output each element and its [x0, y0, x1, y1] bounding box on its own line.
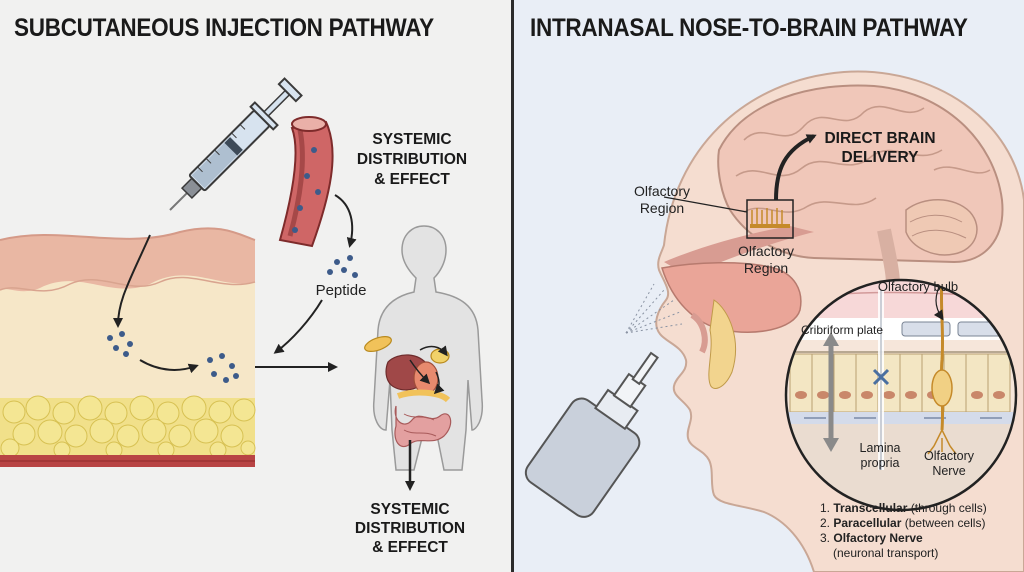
subcutaneous-panel: SUBCUTANEOUS INJECTION PATHWAY — [0, 0, 512, 572]
olfactory-nerve-line1: Olfactory — [924, 449, 975, 463]
intranasal-panel: INTRANASAL NOSE-TO-BRAIN PATHWAY — [514, 0, 1024, 572]
fat-cells — [0, 395, 256, 459]
direct-delivery-line2: DELIVERY — [842, 149, 920, 166]
lamina-propria-line2: propria — [861, 456, 900, 470]
olfactory-region-inner-line1: Olfactory — [738, 243, 794, 259]
systemic-top-line3: & EFFECT — [374, 171, 450, 188]
route-legend: 1. Transcellular (through cells) 2. Para… — [820, 501, 987, 560]
direct-delivery-line1: DIRECT BRAIN — [824, 130, 935, 147]
olfactory-region-box — [746, 199, 794, 239]
systemic-bottom-line1: SYSTEMIC — [370, 501, 449, 518]
olfactory-bulb-label: Olfactory bulb — [878, 279, 958, 294]
blood-vessel-icon — [278, 116, 334, 248]
head-profile — [655, 70, 1024, 572]
systemic-bottom-line2: DISTRIBUTION — [355, 520, 465, 537]
systemic-bottom-line3: & EFFECT — [372, 539, 448, 556]
route-item: 1. Transcellular (through cells) — [820, 501, 987, 515]
route-3-detail: (neuronal transport) — [833, 546, 938, 560]
olfactory-region-left-line2: Region — [640, 200, 684, 216]
systemic-top-line2: DISTRIBUTION — [357, 151, 467, 168]
route-item: 2. Paracellular (between cells) — [820, 516, 985, 530]
lamina-propria-line1: Lamina — [860, 441, 901, 455]
human-body-icon — [364, 225, 484, 471]
panel-divider — [511, 0, 514, 572]
skin-cross-section — [0, 227, 256, 572]
route-item: 3. Olfactory Nerve — [820, 531, 923, 545]
intranasal-title: INTRANASAL NOSE-TO-BRAIN PATHWAY — [530, 14, 968, 42]
peptide-dots-tissue — [107, 331, 239, 383]
olfactory-zoom-circle — [784, 278, 1018, 512]
peptide-label: Peptide — [316, 282, 367, 299]
peptide-dots-blood — [327, 255, 358, 278]
diffusion-arrow — [139, 359, 199, 374]
subcutaneous-title: SUBCUTANEOUS INJECTION PATHWAY — [14, 14, 434, 42]
subcutaneous-illustration: SYSTEMIC DISTRIBUTION & EFFECT Peptide S… — [0, 77, 484, 572]
vessel-to-peptide-arrow — [334, 194, 357, 248]
brain-delivery-arrow — [774, 134, 817, 201]
peptide-to-body-arrow — [273, 299, 323, 354]
systemic-top-line1: SYSTEMIC — [372, 131, 451, 148]
nasal-spray-icon — [524, 351, 659, 518]
syringe-icon — [169, 77, 303, 211]
cribriform-plate-label: Cribriform plate — [801, 323, 883, 337]
olfactory-nerve-line2: Nerve — [932, 464, 965, 478]
olfactory-fibers — [751, 208, 783, 226]
intranasal-illustration: DIRECT BRAIN DELIVERY Olfactory Region O… — [524, 70, 1024, 572]
injection-path-arrow — [113, 234, 151, 328]
olfactory-region-inner-line2: Region — [744, 260, 788, 276]
olfactory-region-left-line1: Olfactory — [634, 183, 690, 199]
